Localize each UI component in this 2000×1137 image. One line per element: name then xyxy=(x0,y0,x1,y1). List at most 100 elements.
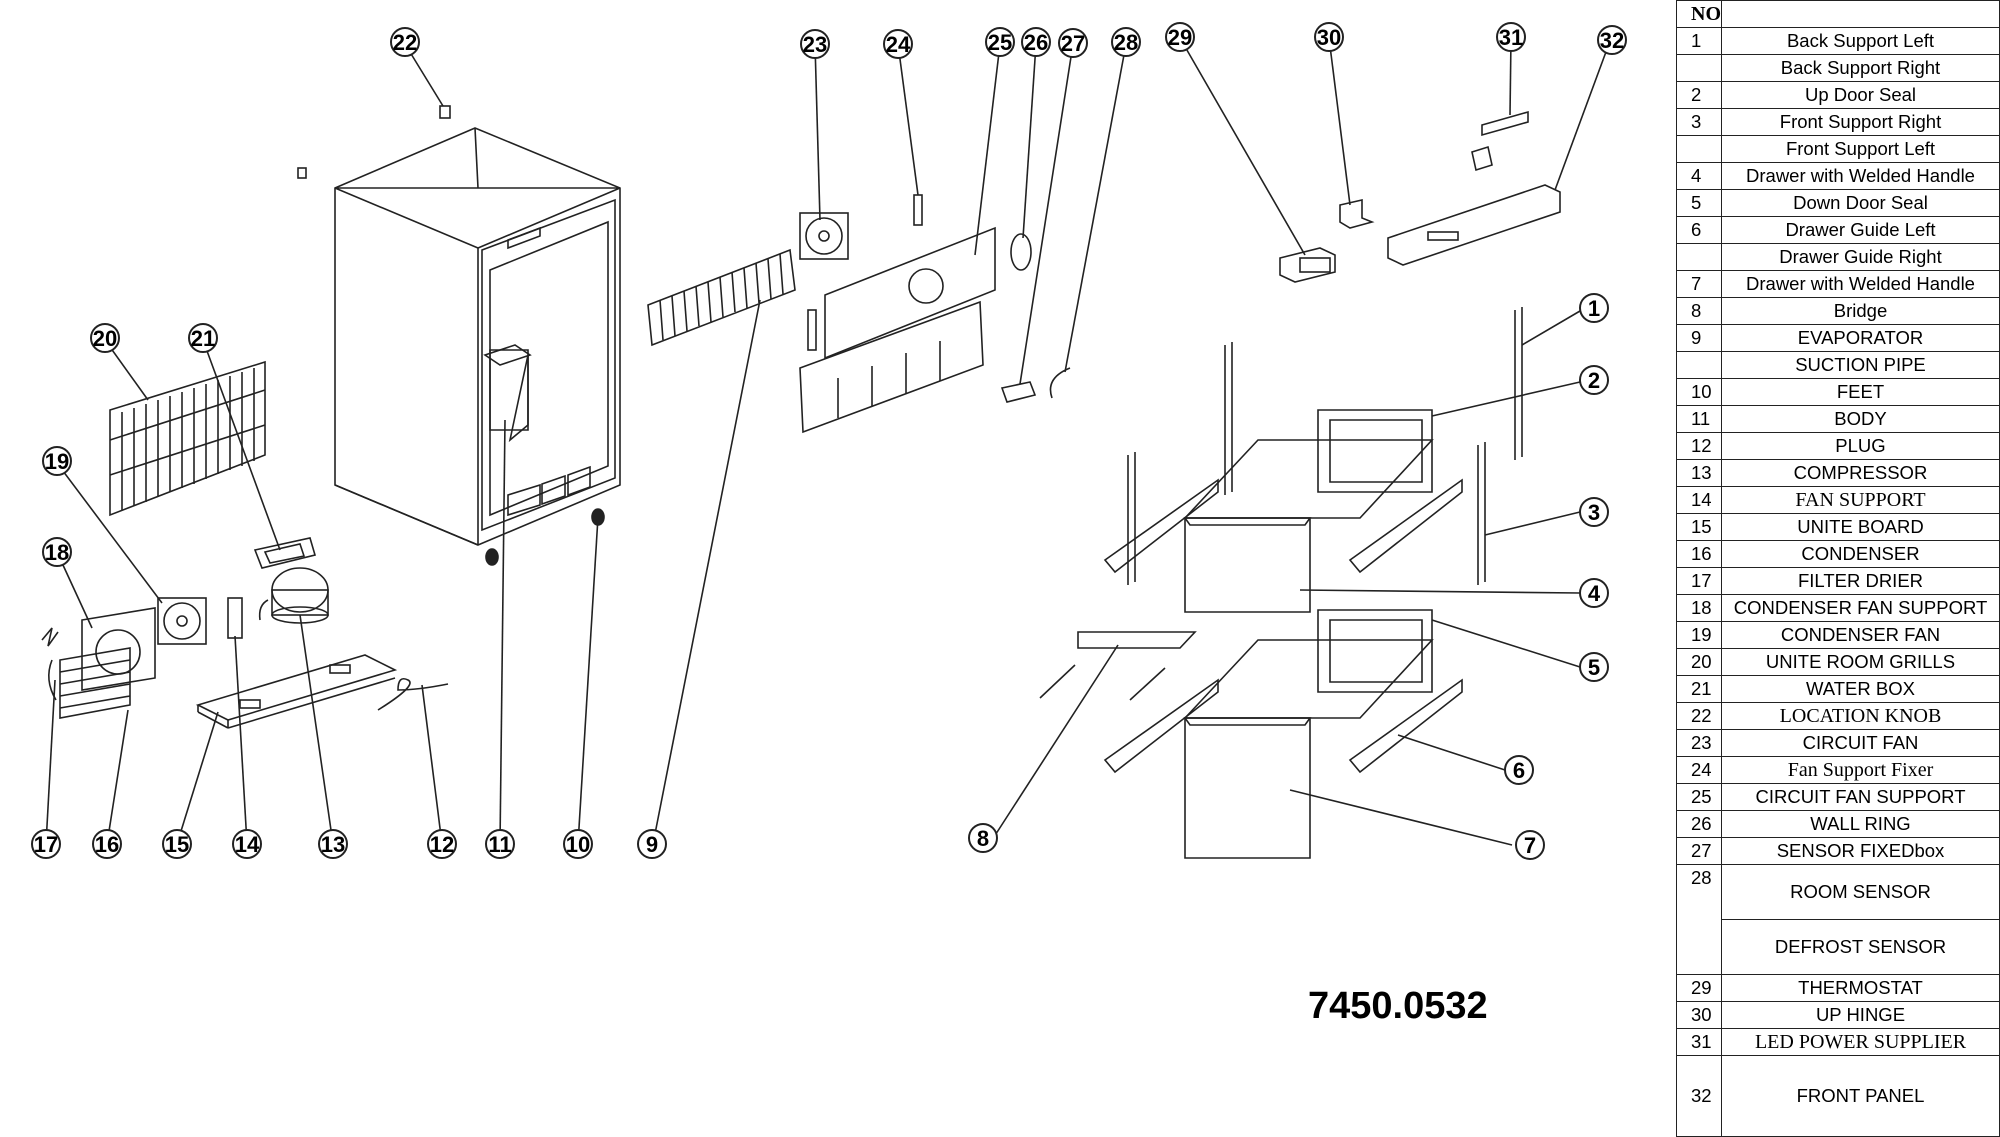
svg-text:3: 3 xyxy=(1588,500,1600,525)
row-name: UP HINGE xyxy=(1721,1001,2000,1029)
svg-text:24: 24 xyxy=(886,32,911,57)
table-row: Drawer Guide Right xyxy=(1676,243,2000,271)
svg-text:21: 21 xyxy=(191,326,215,351)
part-thermostat-drawing xyxy=(1279,247,1336,283)
part-drawers-drawing xyxy=(1039,307,1523,859)
svg-text:10: 10 xyxy=(566,832,590,857)
row-no: 10 xyxy=(1676,378,1722,406)
row-name: Drawer with Welded Handle xyxy=(1721,270,2000,298)
part-location-knob-drawing xyxy=(439,105,451,119)
svg-text:14: 14 xyxy=(235,832,260,857)
svg-text:7: 7 xyxy=(1524,833,1536,858)
callout-21: 21 xyxy=(188,323,218,353)
part-room-sensor-drawing xyxy=(1049,367,1071,399)
row-no: 28 xyxy=(1676,864,1722,920)
part-fan-support-fixer-drawing xyxy=(913,194,923,226)
row-name: Back Support Left xyxy=(1721,27,2000,55)
callout-12: 12 xyxy=(427,829,457,859)
row-name: UNITE ROOM GRILLS xyxy=(1721,648,2000,676)
row-no: 16 xyxy=(1676,540,1722,568)
svg-text:29: 29 xyxy=(1168,25,1192,50)
row-name: Down Door Seal xyxy=(1721,189,2000,217)
row-no: 30 xyxy=(1676,1001,1722,1029)
row-no: 9 xyxy=(1676,324,1722,352)
row-name: FEET xyxy=(1721,378,2000,406)
row-name: FRONT PANEL xyxy=(1721,1055,2000,1137)
part-circuit-fan-drawing xyxy=(799,212,849,260)
table-row: Back Support Right xyxy=(1676,54,2000,82)
svg-text:27: 27 xyxy=(1061,31,1085,56)
svg-text:5: 5 xyxy=(1588,655,1600,680)
callout-9: 9 xyxy=(637,829,667,859)
svg-text:11: 11 xyxy=(488,832,511,857)
row-name: DEFROST SENSOR xyxy=(1721,919,2000,975)
callout-20: 20 xyxy=(90,323,120,353)
row-no: 32 xyxy=(1676,1055,1722,1137)
svg-text:25: 25 xyxy=(988,30,1012,55)
row-name: BODY xyxy=(1721,405,2000,433)
part-sensor-box-drawing xyxy=(1000,381,1037,403)
row-name: FAN SUPPORT xyxy=(1721,486,2000,514)
row-name: Drawer Guide Left xyxy=(1721,216,2000,244)
svg-text:12: 12 xyxy=(430,832,454,857)
part-body-drawing xyxy=(334,127,621,566)
callout-5: 5 xyxy=(1579,652,1609,682)
part-condenser-fan-drawing xyxy=(157,597,207,645)
svg-text:1: 1 xyxy=(1588,296,1600,321)
callout-28: 28 xyxy=(1111,27,1141,57)
callout-7: 7 xyxy=(1515,830,1545,860)
row-name: Drawer with Welded Handle xyxy=(1721,162,2000,190)
row-no: 12 xyxy=(1676,432,1722,460)
svg-text:6: 6 xyxy=(1513,758,1525,783)
callout-1: 1 xyxy=(1579,293,1609,323)
row-name: Front Support Right xyxy=(1721,108,2000,136)
svg-text:31: 31 xyxy=(1499,25,1523,50)
row-no: 20 xyxy=(1676,648,1722,676)
row-name: EVAPORATOR xyxy=(1721,324,2000,352)
callout-3: 3 xyxy=(1579,497,1609,527)
row-no: 31 xyxy=(1676,1028,1722,1056)
row-no xyxy=(1676,135,1722,163)
row-no: 13 xyxy=(1676,459,1722,487)
row-name: Front Support Left xyxy=(1721,135,2000,163)
svg-text:26: 26 xyxy=(1024,30,1048,55)
row-name: CONDENSER FAN xyxy=(1721,621,2000,649)
part-evaporator-drawing xyxy=(647,248,796,347)
row-no: 29 xyxy=(1676,974,1722,1002)
row-name: LED POWER SUPPLIER xyxy=(1721,1028,2000,1056)
callout-10: 10 xyxy=(563,829,593,859)
row-no xyxy=(1676,919,1722,975)
row-no xyxy=(1676,243,1722,271)
row-name: CONDENSER FAN SUPPORT xyxy=(1721,594,2000,622)
part-circuit-fan-support-drawing xyxy=(799,226,996,434)
callout-15: 15 xyxy=(162,829,192,859)
row-no: 14 xyxy=(1676,486,1722,514)
row-name: THERMOSTAT xyxy=(1721,974,2000,1002)
row-name: SUCTION PIPE xyxy=(1721,351,2000,379)
row-name: SENSOR FIXEDbox xyxy=(1721,837,2000,865)
callout-4: 4 xyxy=(1579,578,1609,608)
row-name: CONDENSER xyxy=(1721,540,2000,568)
row-no xyxy=(1676,351,1722,379)
part-water-box-drawing xyxy=(253,537,317,569)
